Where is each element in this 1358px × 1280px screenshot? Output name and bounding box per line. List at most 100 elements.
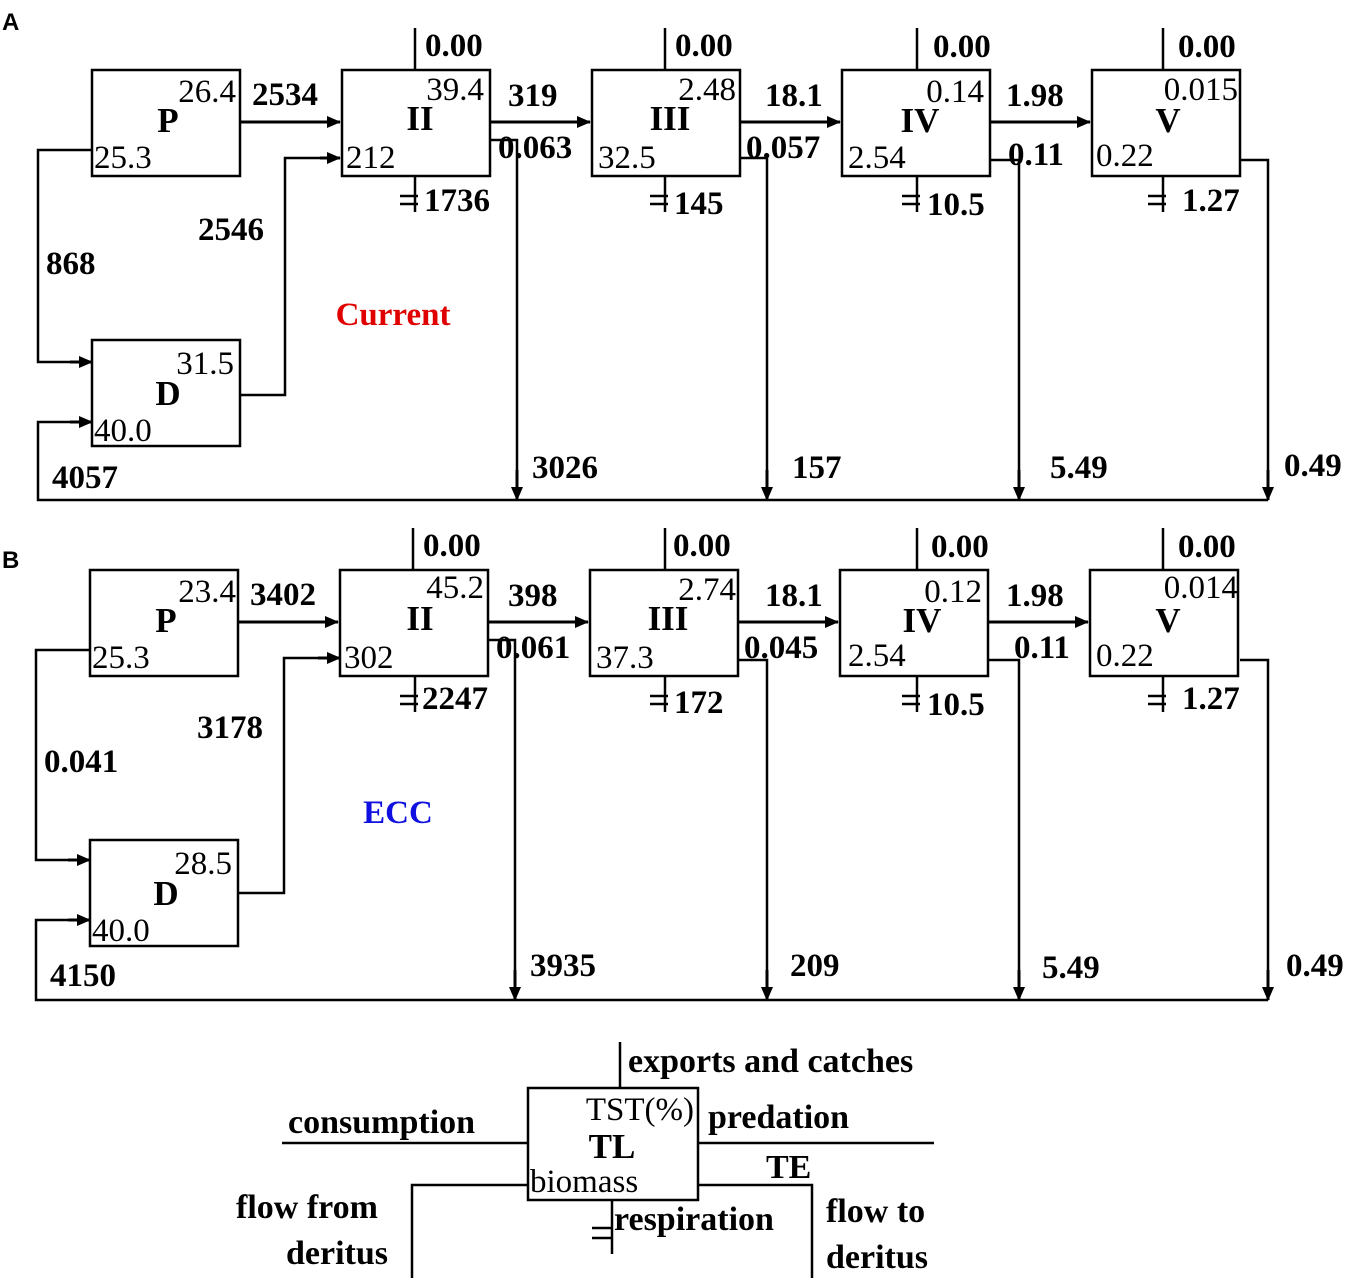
- box-iv: 0.12 IV 2.54: [838, 568, 990, 678]
- detritus-return-line: [34, 918, 1268, 1002]
- export-value: 0.00: [933, 29, 991, 65]
- box-tl: 40.0: [92, 913, 150, 949]
- panel-a: A: [2, 9, 1342, 502]
- box-ii: 45.2 II 302: [338, 568, 490, 678]
- flow-value-detritus-in: 4057: [52, 460, 118, 496]
- box-label: IV: [901, 101, 940, 140]
- legend-tl: TL: [589, 1127, 636, 1166]
- te-value: 0.11: [1008, 137, 1064, 173]
- box-label: III: [648, 599, 689, 638]
- box-label: IV: [903, 601, 942, 640]
- legend-box: [526, 1086, 700, 1202]
- legend-flow-to-2: deritus: [826, 1239, 928, 1276]
- te-value: 0.057: [746, 130, 820, 166]
- scenario-title: ECC: [363, 795, 433, 831]
- box-d: 28.5 D 40.0: [88, 838, 240, 949]
- box-v: 0.014 V 0.22: [1088, 568, 1240, 678]
- box-tst: 39.4: [426, 72, 484, 108]
- respiration-value: 1736: [424, 183, 490, 219]
- legend-flow-from: flow from: [236, 1189, 378, 1226]
- box-iii: 2.74 III 37.3: [588, 568, 740, 678]
- box-tl: 212: [346, 140, 396, 176]
- flow-value-iv-to-v: 1.98: [1006, 78, 1064, 114]
- flow-value-d-to-ii: 3178: [197, 710, 263, 746]
- export-value: 0.00: [1178, 29, 1236, 65]
- flow-value-p-to-d: 868: [46, 246, 96, 282]
- legend-consumption: consumption: [288, 1104, 475, 1141]
- box-tst: 26.4: [178, 74, 236, 110]
- respiration-value: 1.27: [1182, 183, 1240, 219]
- flow-to-detritus-line: [988, 658, 1021, 990]
- box-p: 26.4 P 25.3: [90, 68, 242, 178]
- flow-value-p-to-d: 0.041: [44, 744, 118, 780]
- flow-line-d-to-ii: [238, 656, 328, 895]
- box-label: D: [155, 374, 180, 413]
- flow-value-iv-to-v: 1.98: [1006, 578, 1064, 614]
- te-value: 0.11: [1014, 630, 1070, 666]
- box-label: P: [157, 101, 178, 140]
- legend-flow-to-line: [698, 1183, 814, 1278]
- box-v: 0.015 V 0.22: [1090, 68, 1242, 178]
- box-tst: 0.12: [924, 574, 982, 610]
- respiration-value: 10.5: [927, 687, 985, 723]
- box-d: 31.5 D 40.0: [90, 338, 242, 449]
- flow-value-p-to-ii: 3402: [250, 577, 316, 613]
- box-tl: 2.54: [848, 140, 906, 176]
- box-tl: 2.54: [848, 638, 906, 674]
- detritus-flow-value: 5.49: [1042, 950, 1100, 986]
- box-label: II: [406, 599, 433, 638]
- export-value: 0.00: [673, 528, 731, 564]
- legend-biomass: biomass: [530, 1164, 638, 1200]
- panel-b: B: [2, 528, 1344, 1002]
- export-value: 0.00: [1178, 529, 1236, 565]
- box-tl: 302: [344, 640, 394, 676]
- box-label: P: [155, 601, 176, 640]
- box-label: D: [153, 874, 178, 913]
- legend-respiration: respiration: [614, 1201, 774, 1238]
- respiration-symbol: [902, 176, 920, 212]
- detritus-flow-value: 3935: [530, 948, 596, 984]
- legend-exports: exports and catches: [628, 1043, 913, 1080]
- box-iv: 0.14 IV 2.54: [840, 68, 992, 178]
- export-value: 0.00: [425, 28, 483, 64]
- box-p: 23.4 P 25.3: [88, 568, 240, 678]
- box-ii: 39.4 II 212: [340, 68, 492, 178]
- respiration-symbol: [650, 676, 668, 712]
- flow-value-detritus-in: 4150: [50, 958, 116, 994]
- flow-to-detritus-line: [1240, 658, 1270, 990]
- flow-to-detritus-line: [740, 156, 769, 490]
- box-tst: 28.5: [174, 846, 232, 882]
- box-tst: 2.48: [678, 72, 736, 108]
- box-label: III: [650, 99, 691, 138]
- flow-to-detritus-line: [488, 638, 517, 990]
- legend-predation: predation: [708, 1099, 849, 1136]
- respiration-symbol: [1148, 676, 1166, 712]
- respiration-symbol: [650, 176, 668, 212]
- box-tst: 0.014: [1164, 570, 1238, 606]
- respiration-value: 1.27: [1182, 681, 1240, 717]
- flow-value-p-to-ii: 2534: [252, 77, 318, 113]
- legend-tst: TST(%): [586, 1092, 694, 1128]
- export-value: 0.00: [931, 529, 989, 565]
- legend-te: TE: [766, 1149, 811, 1186]
- box-label: V: [1155, 101, 1180, 140]
- te-value: 0.063: [498, 130, 572, 166]
- box-tst: 2.74: [678, 572, 736, 608]
- te-value: 0.061: [496, 630, 570, 666]
- box-iii: 2.48 III 32.5: [590, 68, 742, 178]
- box-tl: 0.22: [1096, 638, 1154, 674]
- box-tst: 23.4: [178, 574, 236, 610]
- flow-to-detritus-line: [738, 658, 769, 990]
- box-tst: 0.015: [1164, 72, 1238, 108]
- flow-line-p-to-d: [34, 648, 90, 862]
- respiration-symbol: [1148, 176, 1166, 212]
- respiration-value: 10.5: [927, 187, 985, 223]
- box-tst: 31.5: [176, 346, 234, 382]
- flow-value-ii-to-iii: 319: [508, 78, 558, 114]
- export-value: 0.00: [423, 528, 481, 564]
- respiration-value: 2247: [422, 681, 488, 717]
- legend-flow-from-line: [410, 1183, 528, 1278]
- box-tl: 37.3: [596, 640, 654, 676]
- detritus-flow-value: 3026: [532, 450, 598, 486]
